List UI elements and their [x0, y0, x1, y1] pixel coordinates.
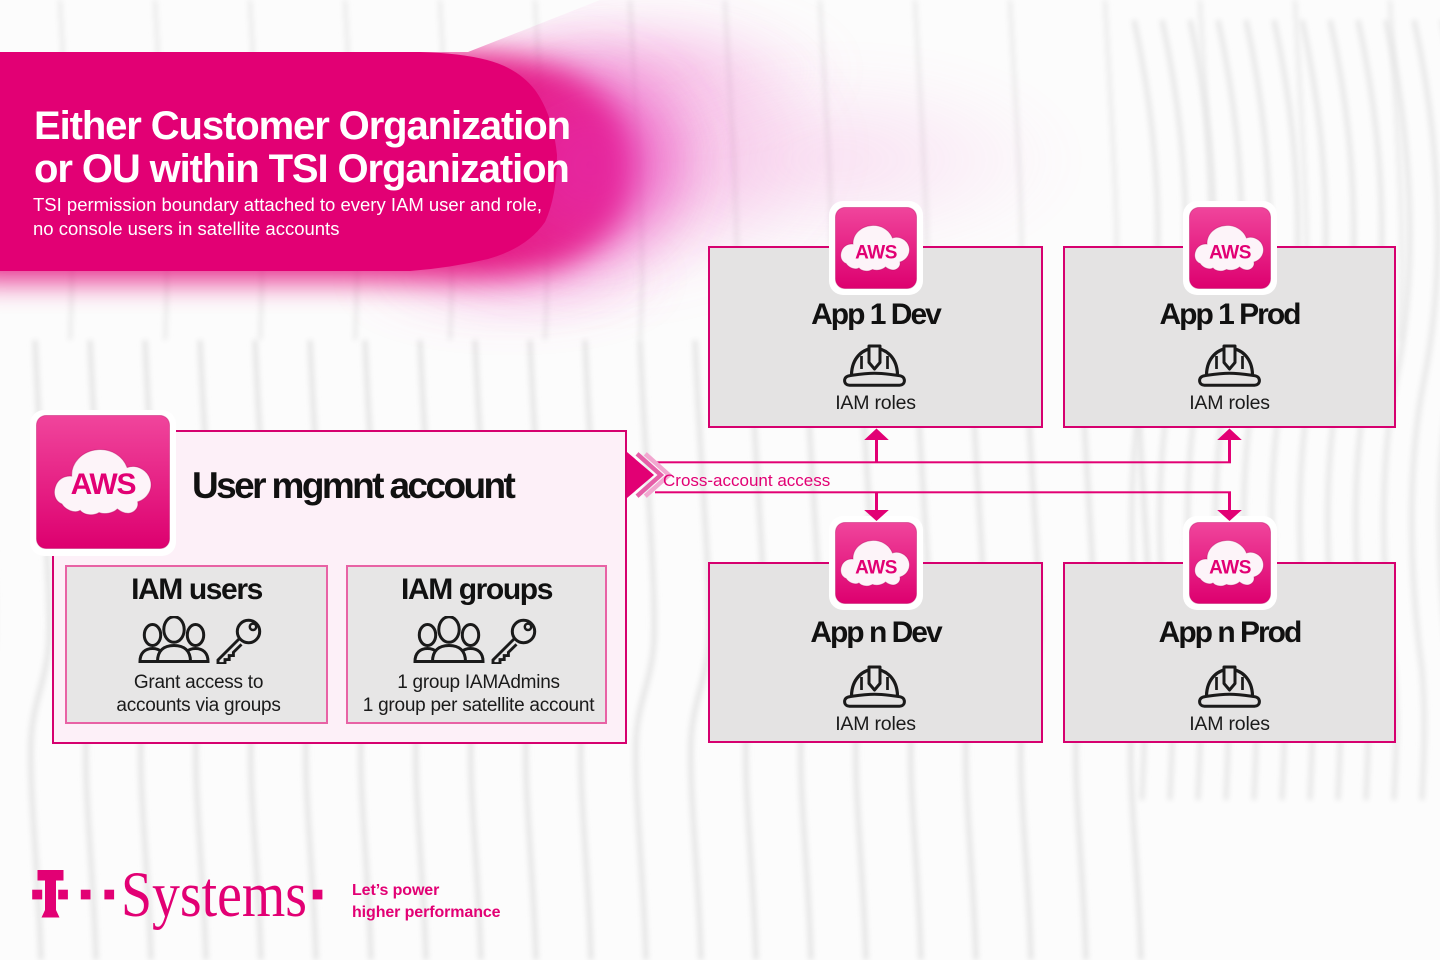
svg-text:Systems: Systems — [121, 859, 307, 931]
